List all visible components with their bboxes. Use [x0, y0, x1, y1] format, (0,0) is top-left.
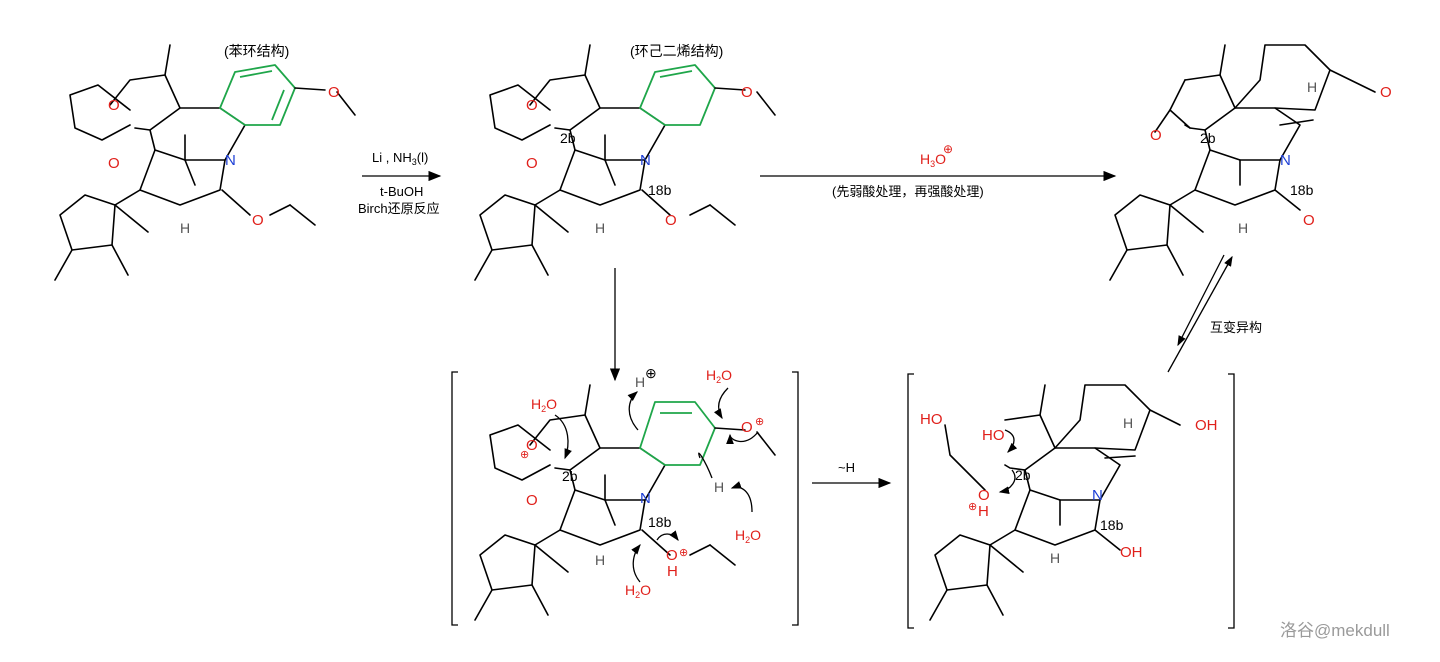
- benzene-label: (苯环结构): [224, 43, 289, 59]
- curly-arrow: [554, 414, 572, 460]
- curly-arrow: [730, 481, 753, 513]
- hydroxyl: HO: [920, 411, 943, 428]
- hydronium-reagent: H3O: [920, 151, 946, 169]
- n-atom: N: [640, 490, 651, 507]
- tautomer-forward-arrow: [1167, 255, 1233, 373]
- water-molecule: H2O: [625, 582, 651, 600]
- h-atom: H: [1050, 550, 1060, 566]
- bracket-right: [792, 371, 799, 626]
- o-atom: O: [741, 419, 753, 436]
- curly-arrow: [1004, 429, 1018, 453]
- o-atom: O: [526, 437, 538, 454]
- structure-1: [54, 44, 356, 281]
- hydroxyl: OH: [1195, 417, 1218, 434]
- o-atom: O: [108, 155, 120, 172]
- hydroxyl: OH: [1120, 544, 1143, 561]
- o-atom: O: [666, 547, 678, 564]
- bracket-left: [907, 373, 914, 629]
- n-atom: N: [225, 152, 236, 169]
- n-atom: N: [640, 152, 651, 169]
- position-2b: 2b: [1200, 130, 1216, 146]
- water-molecule: H2O: [531, 396, 557, 414]
- h-atom: H: [595, 220, 605, 236]
- curly-arrow: [631, 543, 641, 583]
- h-atom: H: [1238, 220, 1248, 236]
- curly-arrow: [713, 387, 729, 420]
- o-atom: O: [665, 212, 677, 229]
- o-atom: O: [978, 487, 990, 504]
- water-molecule: H2O: [706, 367, 732, 385]
- tautomer-reverse-arrow: [1177, 254, 1225, 347]
- h-atom: H: [1307, 79, 1317, 95]
- hydrolysis-condition: (先弱酸处理，再强酸处理): [832, 184, 984, 199]
- o-atom: O: [526, 155, 538, 172]
- intermediate-1: [474, 384, 776, 621]
- o-atom: O: [1303, 212, 1315, 229]
- o-atom: O: [741, 84, 753, 101]
- curly-arrow: [698, 452, 713, 479]
- h-atom: H: [180, 220, 190, 236]
- position-2b: 2b: [560, 130, 576, 146]
- o-atom: O: [1380, 84, 1392, 101]
- reagent-tbuoh: t-BuOH: [380, 184, 423, 199]
- o-atom: O: [526, 97, 538, 114]
- bracket-left: [451, 371, 458, 626]
- hydride-shift-label: ~H: [838, 460, 855, 475]
- svg-text:⊕: ⊕: [520, 449, 529, 461]
- reagent-li: Li , NH3(l): [372, 150, 428, 167]
- structure-2: [474, 44, 776, 281]
- hydroxyl: HO: [982, 427, 1005, 444]
- h-atom: H: [714, 479, 724, 495]
- position-18b: 18b: [648, 514, 672, 530]
- plus-charge: ⊕: [943, 142, 953, 156]
- o-atom: O: [108, 97, 120, 114]
- h-atom: H: [635, 374, 645, 390]
- curly-arrow: [656, 530, 679, 542]
- o-atom: O: [1150, 127, 1162, 144]
- water-molecule: H2O: [735, 527, 761, 545]
- intermediate-2: [929, 384, 1181, 621]
- h-atom: H: [667, 563, 678, 580]
- position-18b: 18b: [648, 182, 672, 198]
- position-18b: 18b: [1290, 182, 1314, 198]
- n-atom: N: [1092, 487, 1103, 504]
- curly-arrow: [998, 469, 1016, 495]
- o-atom: O: [526, 492, 538, 509]
- position-2b: 2b: [562, 468, 578, 484]
- svg-text:⊕: ⊕: [645, 365, 657, 381]
- h-atom: H: [595, 552, 605, 568]
- curly-arrow: [627, 391, 639, 431]
- structure-3: [1109, 44, 1376, 281]
- cyclohexadiene-ring: [639, 401, 716, 466]
- birch-label: Birch还原反应: [358, 201, 440, 216]
- n-atom: N: [1280, 152, 1291, 169]
- h-atom: H: [1123, 415, 1133, 431]
- watermark: 洛谷@mekdull: [1280, 621, 1390, 640]
- svg-text:⊕: ⊕: [968, 501, 977, 513]
- o-atom: O: [328, 84, 340, 101]
- cyclohexadiene-label: (环己二烯结构): [630, 43, 723, 59]
- position-2b: 2b: [1015, 467, 1031, 483]
- bracket-right: [1228, 373, 1235, 629]
- curly-arrow: [726, 431, 759, 445]
- position-18b: 18b: [1100, 517, 1124, 533]
- tautomer-label: 互变异构: [1210, 320, 1262, 335]
- h-atom: H: [978, 503, 989, 520]
- svg-text:⊕: ⊕: [679, 547, 688, 559]
- svg-text:⊕: ⊕: [755, 416, 764, 428]
- o-atom: O: [252, 212, 264, 229]
